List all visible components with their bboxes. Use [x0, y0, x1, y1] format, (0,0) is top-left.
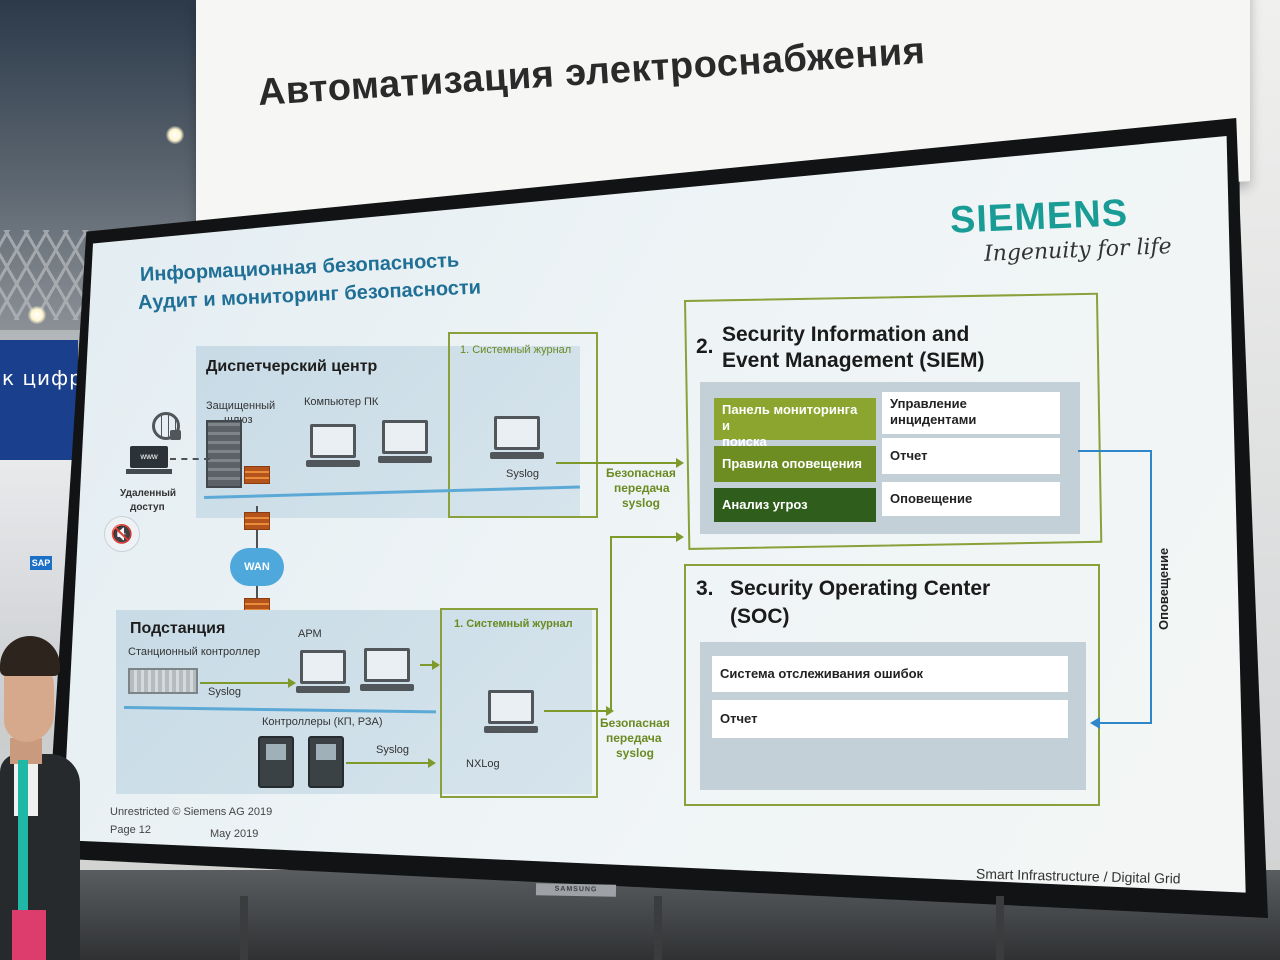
ceiling-lamp [166, 126, 184, 144]
footer-copyright: Unrestricted © Siemens AG 2019 [110, 806, 273, 818]
secure-transfer-top-line3: syslog [622, 496, 661, 510]
firewall-icon [244, 466, 270, 484]
dispatch-syslog-label: Syslog [506, 468, 540, 480]
soc-frame [684, 564, 1100, 806]
secure-transfer-bottom-line1: Безопасная [600, 716, 670, 730]
alert-rules-cell: Правила оповещения [714, 446, 876, 482]
syslog-transfer-arrow-bottom [610, 532, 684, 542]
syslog-transfer-line-bottom [544, 706, 614, 716]
syslog-transfer-vertical [610, 536, 612, 712]
remote-connection-line [170, 458, 210, 460]
remote-access-label-line1: Удаленный [120, 488, 177, 499]
visitor-person [0, 620, 80, 960]
dispatch-journal-label: 1. Системный журнал [460, 344, 572, 356]
lock-icon [170, 430, 181, 440]
dispatch-center-title: Диспетчерский центр [206, 358, 378, 375]
gateway-label-line1: Защищенный [206, 400, 276, 412]
footer-division: Smart Infrastructure / Digital Grid [975, 865, 1181, 887]
substation-journal-frame [440, 608, 598, 798]
remote-access-label-line2: доступ [130, 502, 165, 513]
monitoring-panel-cell: Панель мониторинга и поиска [714, 398, 876, 449]
secure-transfer-top-line2: передача [614, 481, 670, 495]
controller-device-icon [308, 736, 344, 788]
soc-title-line2: (SOC) [730, 605, 790, 628]
bug-tracking-cell: Система отслеживания ошибок [712, 656, 1068, 692]
notification-arrow-head [1090, 717, 1100, 729]
notification-arrow-top [1078, 450, 1152, 452]
syslog-transfer-arrow-top [556, 458, 684, 468]
dispatch-journal-frame [448, 332, 598, 518]
station-controller-icon [128, 668, 198, 694]
tv-stand-leg [996, 896, 1004, 960]
arm-monitor-icon [360, 648, 414, 692]
firewall-icon [244, 512, 270, 530]
soc-report-cell: Отчет [712, 700, 1068, 738]
notification-arrow-bottom [1100, 722, 1152, 724]
siem-number: 2. [696, 335, 714, 358]
secure-transfer-top-line1: Безопасная [606, 466, 676, 480]
neighbor-booth-text: к цифро [2, 366, 78, 390]
controller-syslog-arrow [200, 678, 296, 688]
substation-syslog-label: Syslog [208, 686, 242, 698]
notification-cell: Оповещение [882, 482, 1060, 516]
nxlog-label: NXLog [466, 758, 500, 770]
controllers-label: Контроллеры (КП, РЗА) [262, 716, 383, 728]
tv-stand-leg [240, 896, 248, 960]
laptop-icon: www [126, 446, 172, 476]
incident-management-cell: Управление инцидентами [882, 392, 1060, 434]
footer-page: Page 12 [110, 824, 151, 836]
notification-arrow-vertical [1150, 450, 1152, 724]
siemens-logo: SIEMENS [949, 192, 1129, 242]
pc-monitor-icon [306, 424, 360, 468]
tv-stand-leg [654, 896, 662, 960]
arm-syslog-arrow [420, 660, 440, 670]
controllers-syslog-label: Syslog [376, 744, 410, 756]
sap-logo: SAP [30, 556, 52, 570]
substation-journal-label: 1. Системный журнал [454, 618, 573, 630]
footer-date: May 2019 [210, 828, 259, 840]
wan-cloud-icon: WAN [230, 548, 284, 586]
siem-title-line1: Security Information and [722, 323, 970, 346]
siem-title-line2: Event Management (SIEM) [722, 349, 985, 372]
mute-icon[interactable]: 🔇 [104, 516, 140, 552]
nxlog-monitor-icon [484, 690, 538, 734]
syslog-monitor-icon [490, 416, 544, 460]
secure-transfer-bottom-line2: передача [606, 731, 662, 745]
controller-device-icon [258, 736, 294, 788]
pc-monitor-icon [378, 420, 432, 464]
siem-report-cell: Отчет [882, 438, 1060, 474]
ceiling-lamp [28, 306, 46, 324]
substation-title: Подстанция [130, 620, 226, 637]
threat-analysis-cell: Анализ угроз [714, 488, 876, 522]
arm-label: АРМ [298, 628, 322, 640]
pc-label: Компьютер ПК [304, 396, 379, 408]
soc-title-line1: Security Operating Center [730, 577, 991, 600]
soc-number: 3. [696, 577, 714, 600]
neighbor-booth-sign: к цифро [0, 340, 78, 460]
arm-monitor-icon [296, 650, 350, 694]
station-controller-label: Станционный контроллер [128, 646, 261, 658]
notification-side-label: Оповещение [1156, 547, 1171, 630]
secure-transfer-bottom-line3: syslog [616, 746, 655, 760]
secure-gateway-server-icon [206, 420, 242, 488]
controllers-syslog-arrow [346, 758, 436, 768]
